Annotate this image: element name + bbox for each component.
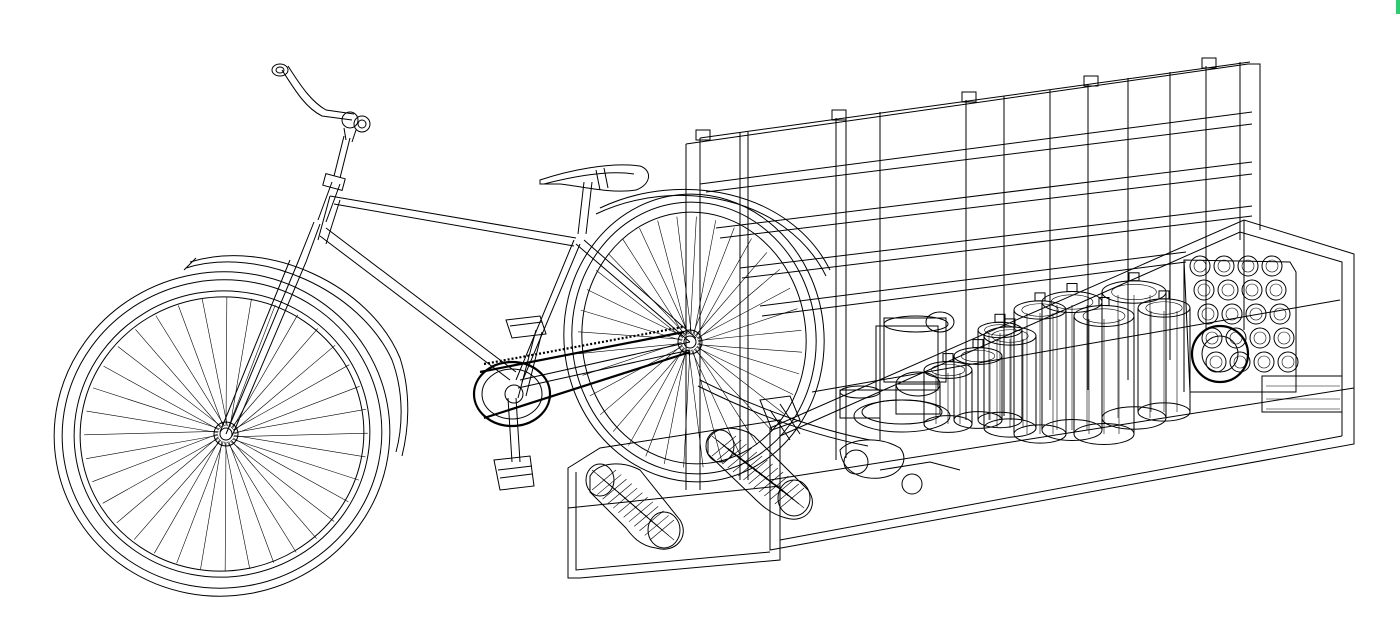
pedals [493, 315, 547, 491]
base-platform-front [567, 419, 781, 579]
head-tube [317, 135, 351, 223]
front-hub [213, 421, 239, 447]
label-plate [1261, 375, 1343, 413]
backboard-panel [685, 57, 1261, 490]
pedal-arms [507, 329, 543, 463]
front-fork [219, 221, 321, 437]
rear-hub [677, 329, 703, 355]
drive-pipes [697, 379, 871, 447]
rear-fender [595, 188, 831, 277]
can-rack [1183, 255, 1299, 393]
roller-drum-right [705, 427, 813, 520]
front-wheel-spokes [84, 296, 368, 572]
machinery-assembly [839, 311, 961, 495]
front-fender [183, 255, 409, 457]
handlebar [271, 63, 371, 143]
front-wheel [53, 271, 391, 597]
rear-wheel [563, 193, 825, 483]
roller-drum-left [585, 463, 684, 550]
base-platform-main [769, 219, 1355, 551]
chainring [472, 360, 552, 428]
chain [479, 324, 691, 420]
panel-rails [699, 111, 1253, 317]
corner-accent-mark [1396, 0, 1400, 14]
bicycle-frame [317, 195, 697, 389]
cylinders-group [923, 272, 1191, 445]
saddle [539, 164, 649, 235]
